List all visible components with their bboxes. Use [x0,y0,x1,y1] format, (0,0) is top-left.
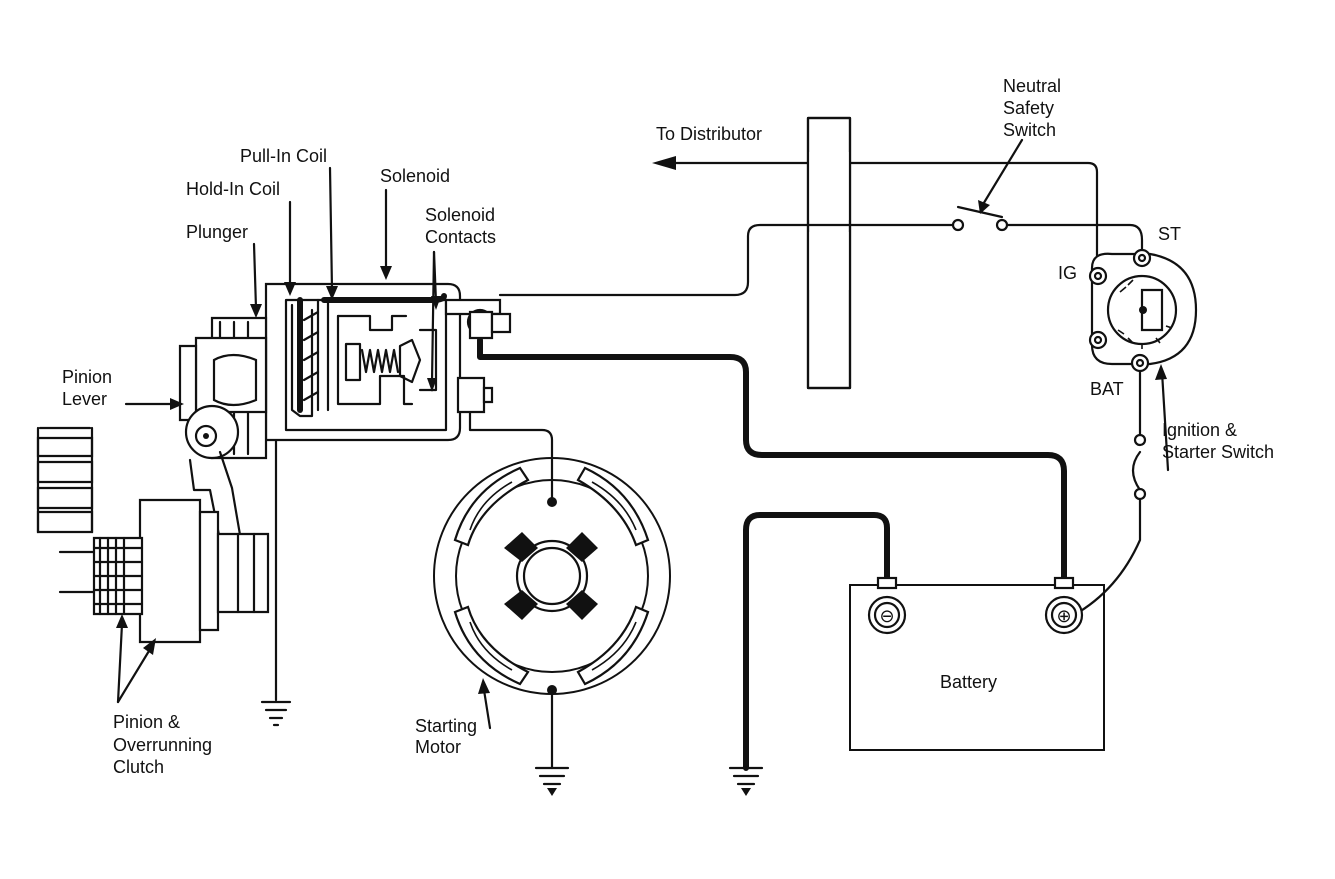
wire-solenoid-to-switch [498,223,960,297]
starting-motor [433,457,671,730]
wire-bat-to-battery [1072,368,1142,617]
cable-battery-positive [477,337,1067,588]
label-neutral-safety-switch-2: Safety [1003,98,1054,118]
wire-switch-to-st [1000,223,1144,254]
label-st: ST [1158,224,1181,244]
battery-positive-symbol: ⊕ [1056,606,1071,626]
label-bat: BAT [1090,379,1124,399]
diagram-labels: Neutral Safety Switch To Distributor Pul… [62,76,1274,777]
label-neutral-safety-switch-3: Switch [1003,120,1056,140]
label-ignition-starter-switch-1: Ignition & [1162,420,1237,440]
ground-symbols [260,700,764,796]
label-solenoid-contacts-1: Solenoid [425,205,495,225]
label-solenoid-contacts-2: Contacts [425,227,496,247]
solenoid-assembly [264,188,512,442]
neutral-safety-switch [951,138,1024,232]
battery-negative-symbol: ⊖ [879,606,894,626]
wire-to-distributor [658,161,1099,264]
pinion-drive [36,166,338,704]
label-pinion-overrunning-clutch-3: Clutch [113,757,164,777]
label-ig: IG [1058,263,1077,283]
wiring [274,156,1147,771]
label-pinion-overrunning-clutch-1: Pinion & [113,712,180,732]
label-pinion-lever-2: Lever [62,389,107,409]
label-to-distributor: To Distributor [656,124,762,144]
label-neutral-safety-switch-1: Neutral [1003,76,1061,96]
battery [849,576,1105,751]
label-plunger: Plunger [186,222,248,242]
distributor-arrowhead [652,156,676,170]
ignition-starter-switch [1088,248,1198,472]
label-pinion-lever-1: Pinion [62,367,112,387]
label-solenoid: Solenoid [380,166,450,186]
label-starting-motor-2: Motor [415,737,461,757]
fuse-link-terminal-bottom [1133,487,1147,501]
wire-solenoid-to-motor [468,403,554,504]
label-starting-motor-1: Starting [415,716,477,736]
label-hold-in-coil: Hold-In Coil [186,179,280,199]
label-battery: Battery [940,672,997,692]
label-pinion-overrunning-clutch-2: Overrunning [113,735,212,755]
label-pull-in-coil: Pull-In Coil [240,146,327,166]
label-ignition-starter-switch-2: Starter Switch [1162,442,1274,462]
fuse-link-terminal-top [1133,433,1147,447]
cable-battery-negative [743,512,890,771]
